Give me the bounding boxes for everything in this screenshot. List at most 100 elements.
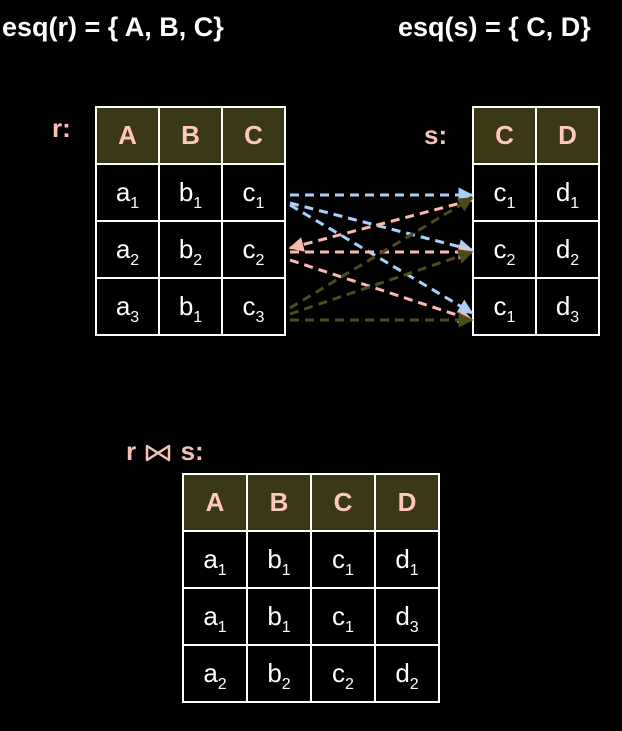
join-header-a: A xyxy=(182,473,248,532)
cell-value: b xyxy=(178,234,194,264)
cell-value: c xyxy=(242,177,256,207)
natural-join-icon xyxy=(146,444,171,462)
arrow-r2-s3 xyxy=(289,258,474,323)
join-cell: c2 xyxy=(310,644,376,703)
join-header-c: C xyxy=(310,473,376,532)
join-cell: c1 xyxy=(310,587,376,646)
cell-value: c xyxy=(242,291,256,321)
join-cell: a1 xyxy=(182,530,248,589)
cell-value: c xyxy=(332,544,346,574)
cell-value: b xyxy=(267,658,282,688)
cell-subscript: 2 xyxy=(409,676,419,693)
cell-subscript: 1 xyxy=(255,195,265,212)
r-cell: c1 xyxy=(221,163,286,222)
arrow-r3-s1 xyxy=(289,196,474,310)
s-cell: d3 xyxy=(535,277,600,336)
cell-value: d xyxy=(395,544,410,574)
join-cell: a1 xyxy=(182,587,248,646)
cell-subscript: 3 xyxy=(130,309,140,326)
cell-value: c xyxy=(493,234,507,264)
cell-subscript: 1 xyxy=(193,309,203,326)
cell-subscript: 2 xyxy=(345,676,354,693)
join-cell: d3 xyxy=(374,587,440,646)
cell-subscript: 3 xyxy=(570,309,580,326)
arrow-s1-r2 xyxy=(288,198,473,252)
cell-subscript: 1 xyxy=(506,309,516,326)
label-join: r s: xyxy=(126,436,204,467)
r-cell: a1 xyxy=(95,163,160,222)
r-cell: c2 xyxy=(221,220,286,279)
r-cell: a3 xyxy=(95,277,160,336)
heading-schema-r: esq(r) = { A, B, C} xyxy=(2,12,224,42)
r-cell: a2 xyxy=(95,220,160,279)
r-header-a: A xyxy=(95,106,160,165)
join-cell: b2 xyxy=(246,644,312,703)
cell-value: d xyxy=(555,291,571,321)
cell-value: d xyxy=(395,658,410,688)
arrow-r1-s3 xyxy=(289,203,474,315)
s-header-c: C xyxy=(472,106,537,165)
r-cell: c3 xyxy=(221,277,286,336)
cell-value: a xyxy=(203,658,218,688)
arrow-r3-s2 xyxy=(289,249,474,316)
cell-value: c xyxy=(242,234,256,264)
cell-subscript: 2 xyxy=(255,252,265,269)
cell-value: c xyxy=(493,177,507,207)
s-cell: c2 xyxy=(472,220,537,279)
cell-subscript: 1 xyxy=(345,562,354,579)
join-header-b: B xyxy=(246,473,312,532)
cell-subscript: 2 xyxy=(281,676,291,693)
r-cell: b2 xyxy=(158,220,223,279)
cell-subscript: 2 xyxy=(570,252,580,269)
label-s: s: xyxy=(424,120,448,150)
join-cell: c1 xyxy=(310,530,376,589)
label-join-r: r xyxy=(126,436,137,466)
cell-subscript: 3 xyxy=(409,619,419,636)
r-header-b: B xyxy=(158,106,223,165)
cell-value: c xyxy=(493,291,507,321)
cell-subscript: 2 xyxy=(217,676,227,693)
join-cell: b1 xyxy=(246,587,312,646)
cell-value: d xyxy=(555,177,571,207)
cell-subscript: 1 xyxy=(217,562,227,579)
join-cell: b1 xyxy=(246,530,312,589)
cell-subscript: 1 xyxy=(281,562,291,579)
join-cell: d1 xyxy=(374,530,440,589)
cell-value: d xyxy=(395,601,410,631)
cell-value: b xyxy=(267,544,282,574)
cell-value: a xyxy=(115,234,131,264)
cell-value: c xyxy=(332,601,346,631)
cell-subscript: 1 xyxy=(193,195,203,212)
s-cell: d2 xyxy=(535,220,600,279)
cell-subscript: 2 xyxy=(506,252,516,269)
cell-subscript: 3 xyxy=(255,309,265,326)
s-cell: c1 xyxy=(472,163,537,222)
s-header-d: D xyxy=(535,106,600,165)
r-header-c: C xyxy=(221,106,286,165)
cell-subscript: 1 xyxy=(281,619,291,636)
cell-subscript: 2 xyxy=(130,252,140,269)
cell-subscript: 1 xyxy=(409,562,419,579)
join-cell: a2 xyxy=(182,644,248,703)
cell-subscript: 1 xyxy=(506,195,516,212)
arrow-r1-s2 xyxy=(289,201,474,254)
cell-subscript: 2 xyxy=(193,252,203,269)
r-cell: b1 xyxy=(158,163,223,222)
cell-subscript: 1 xyxy=(345,619,354,636)
cell-subscript: 1 xyxy=(570,195,580,212)
s-cell: c1 xyxy=(472,277,537,336)
cell-value: b xyxy=(267,601,282,631)
r-cell: b1 xyxy=(158,277,223,336)
